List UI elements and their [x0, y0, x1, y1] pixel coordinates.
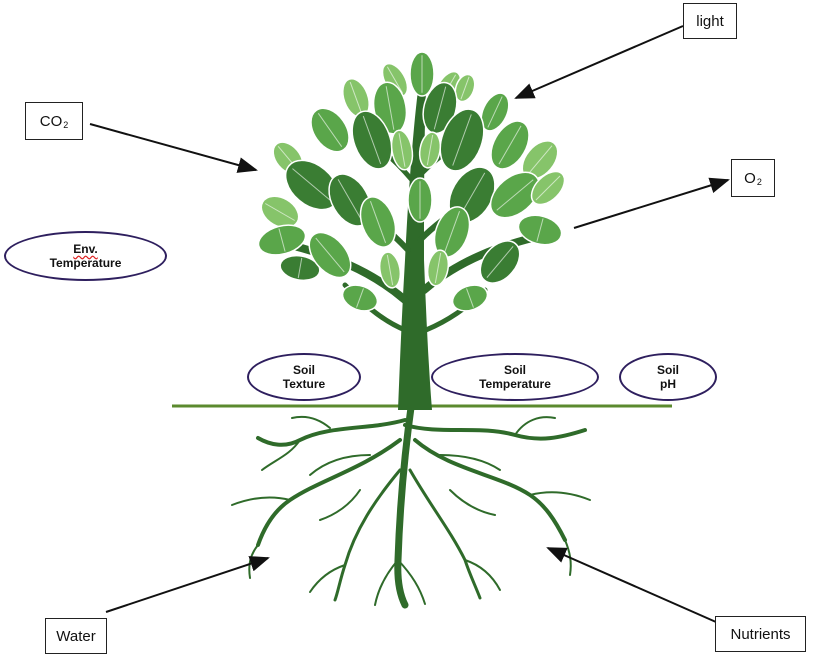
o2-subscript: 2 — [756, 177, 762, 187]
leaf-vein — [536, 218, 544, 242]
water-box: Water — [45, 618, 107, 654]
leaf-vein — [278, 228, 286, 252]
leaf-vein — [349, 81, 363, 115]
leaf-vein — [386, 254, 394, 286]
soil-temperature-ellipse: Soil Temperature — [431, 353, 599, 401]
env-temperature-line1: Env. — [73, 242, 98, 256]
leaf-vein — [356, 288, 364, 308]
o2-arrow — [573, 177, 730, 229]
leaf-vein — [315, 237, 345, 273]
leaf-vein — [426, 134, 434, 166]
light-label: light — [696, 12, 724, 30]
leaf-vein — [443, 211, 461, 253]
nutrients-arrow — [546, 547, 717, 623]
arrows — [89, 25, 730, 623]
co2-subscript: 2 — [63, 120, 69, 130]
soil-ph-line1: Soil — [656, 363, 679, 377]
soil-ph-ellipse: Soil pH — [619, 353, 717, 401]
leaf-vein — [527, 145, 553, 175]
leaf-vein — [433, 86, 447, 130]
leaf-vein — [369, 201, 387, 243]
leaf-vein — [265, 203, 295, 221]
leaf-vein — [460, 76, 470, 100]
leaf-vein — [498, 125, 522, 165]
leaf-vein — [385, 86, 395, 130]
leaf-vein — [337, 179, 363, 221]
roots — [231, 396, 591, 609]
co2-label: CO — [39, 112, 63, 130]
soil-temperature-line2: Temperature — [479, 377, 551, 391]
light-arrow — [514, 25, 684, 99]
leaf-vein — [487, 96, 503, 128]
env-temperature-line2: Temperature — [49, 256, 122, 270]
leaf-vein — [362, 115, 382, 165]
water-label: Water — [56, 627, 96, 645]
leaf-vein — [297, 257, 303, 279]
leaves — [257, 51, 566, 312]
soil-temperature-line1: Soil — [503, 363, 526, 377]
co2-arrow — [89, 123, 258, 173]
light-box: light — [683, 3, 737, 39]
leaf-vein — [398, 133, 406, 167]
leaf-vein — [496, 179, 534, 211]
leaf-vein — [292, 168, 332, 202]
nutrients-label: Nutrients — [730, 625, 791, 643]
leaf-vein — [386, 66, 404, 94]
water-arrow — [105, 556, 270, 613]
o2-label: O — [744, 169, 756, 187]
soil-texture-ellipse: Soil Texture — [247, 353, 361, 401]
soil-ph-line2: pH — [660, 377, 676, 391]
env-temperature-ellipse: Env. Temperature — [4, 231, 167, 281]
leaf-vein — [452, 114, 472, 166]
soil-texture-line1: Soil — [292, 363, 315, 377]
soil-texture-line2: Texture — [282, 377, 326, 391]
nutrients-box: Nutrients — [715, 616, 806, 652]
leaf-vein — [486, 246, 514, 278]
leaf-vein — [434, 252, 442, 284]
leaf-vein — [535, 175, 561, 201]
leaf-vein — [466, 288, 474, 308]
leaf-vein — [317, 113, 343, 147]
